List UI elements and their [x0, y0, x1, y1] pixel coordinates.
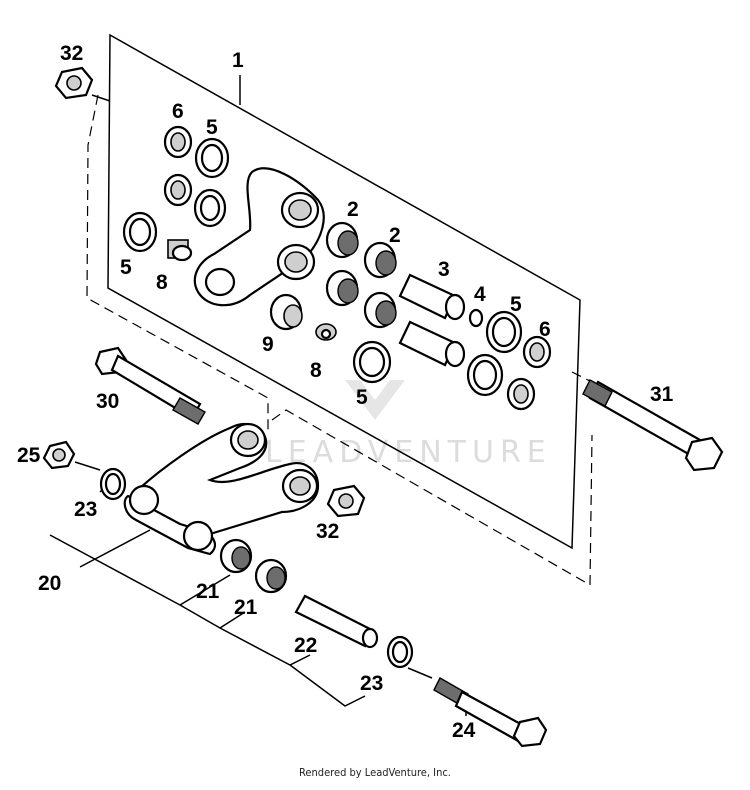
washer-23a — [99, 467, 127, 501]
phantom-outline-right — [271, 409, 593, 587]
callout-2-right: 2 — [389, 224, 401, 247]
collar-5d — [352, 340, 392, 384]
phantom-outline-left — [86, 94, 269, 430]
link-seals-and-bushings — [122, 125, 552, 411]
watermark-text: LEADVENTURE — [265, 435, 552, 470]
callout-25: 25 — [17, 444, 41, 467]
needle-bearing-2b — [363, 241, 397, 279]
sleeve-3b — [398, 320, 466, 368]
callout-23-bottom: 23 — [360, 672, 383, 695]
callout-6-right: 6 — [539, 318, 551, 341]
callout-30: 30 — [96, 390, 119, 413]
callout-8-center: 8 — [310, 359, 322, 382]
washer-23b — [386, 635, 414, 669]
sleeve-22 — [294, 594, 379, 649]
callout-9: 9 — [262, 333, 274, 356]
pro-lever-link — [193, 167, 325, 307]
render-credit: Rendered by LeadVenture, Inc. — [299, 766, 451, 779]
callout-3: 3 — [438, 258, 450, 281]
group-bracket — [49, 534, 366, 707]
seal-6c — [163, 173, 193, 207]
callout-5-top: 5 — [206, 116, 218, 139]
leader-20 — [79, 529, 151, 568]
callout-labels: 32 1 6 5 2 2 3 4 5 6 5 8 9 8 5 30 31 25 … — [17, 42, 674, 742]
needle-bearing-2c — [325, 269, 359, 307]
callout-20: 20 — [38, 572, 61, 595]
callout-32-bottom: 32 — [316, 520, 339, 543]
callout-6-left: 6 — [172, 100, 184, 123]
nut-25 — [42, 440, 76, 470]
collar-5a — [194, 137, 230, 179]
needle-bearing-21b — [254, 558, 288, 594]
collar-5e — [193, 188, 227, 228]
seal-6d — [506, 377, 536, 411]
bolt-30 — [94, 346, 206, 425]
watermark: LEADVENTURE — [265, 380, 552, 470]
callout-4: 4 — [474, 283, 486, 306]
callout-8-left: 8 — [156, 271, 168, 294]
nut-32a — [54, 66, 94, 100]
callout-24: 24 — [452, 719, 476, 742]
bolt-31 — [582, 379, 724, 472]
collar-5c — [122, 211, 158, 253]
bolt-24 — [433, 677, 548, 748]
leader-25 — [74, 461, 101, 471]
callout-1: 1 — [232, 49, 244, 72]
callout-23-left: 23 — [74, 498, 97, 521]
sleeve-3a — [398, 273, 466, 321]
needle-bearing-2a — [325, 221, 359, 259]
callout-5-bottom: 5 — [356, 386, 368, 409]
bolt-8b — [315, 323, 337, 341]
callout-31: 31 — [650, 383, 674, 406]
nut-32b — [326, 484, 366, 518]
needle-bearing-21a — [219, 538, 253, 574]
callout-5-right: 5 — [510, 293, 522, 316]
callout-21-upper: 21 — [196, 580, 220, 603]
callout-21-lower: 21 — [234, 596, 258, 619]
callout-32-top: 32 — [60, 42, 83, 65]
leader-31 — [571, 371, 593, 383]
kit-outline — [107, 33, 581, 550]
needle-bearing-2d — [363, 291, 397, 329]
spacer-9 — [269, 293, 303, 331]
collar-5f — [466, 353, 504, 397]
callout-2-left: 2 — [347, 198, 359, 221]
seal-6b — [522, 335, 552, 369]
leader-32a — [91, 94, 111, 102]
bolt-8a — [167, 239, 193, 262]
seal-6a — [163, 125, 193, 159]
pro-lever-arm — [123, 422, 320, 556]
callout-5-left: 5 — [120, 256, 132, 279]
callout-22: 22 — [294, 634, 317, 657]
collar-5b — [485, 310, 523, 354]
o-ring-4 — [468, 308, 484, 328]
leader-23b — [407, 667, 433, 679]
